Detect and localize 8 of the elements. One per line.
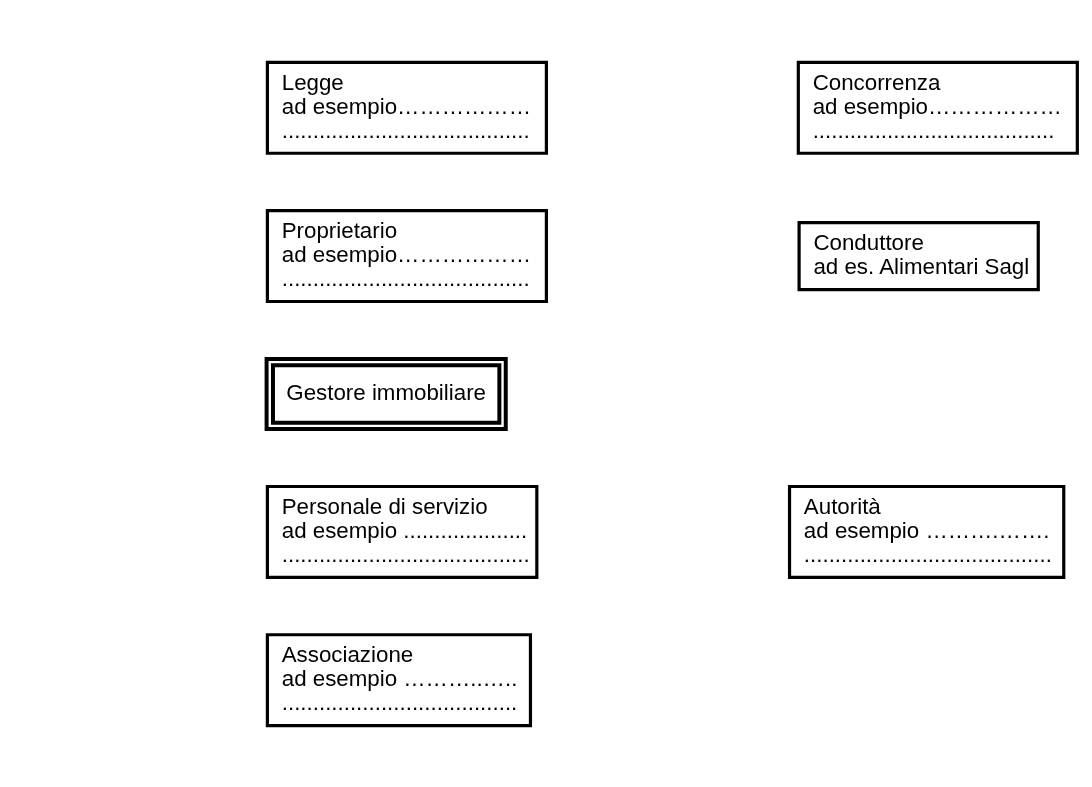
node-box: Associazione ad esempio ………..….. ......................................: [265, 632, 533, 727]
node-box: Legge ad esempio……………… ........................................: [265, 60, 548, 155]
node-box: Proprietario ad esempio……………… ........................................: [265, 208, 548, 303]
node-box: Conduttore ad es. Alimentari Sagl: [797, 220, 1040, 291]
node-box: Concorrenza ad esempio……………… .......................................: [796, 60, 1079, 155]
node-box: Personale di servizio ad esempio .................... ........................................: [265, 484, 539, 579]
node-box: Autorità ad esempio ……….……. ........................................: [787, 484, 1066, 579]
node-box: Gestore immobiliare: [264, 356, 508, 431]
